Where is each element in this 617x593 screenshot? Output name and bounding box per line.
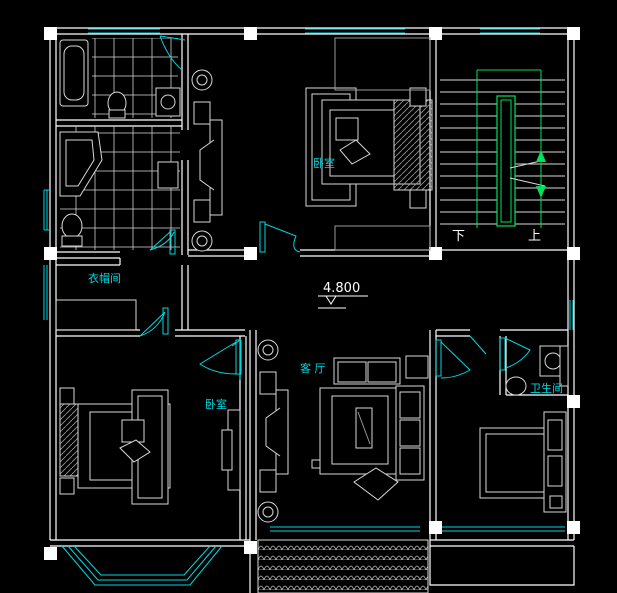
cloakroom [55,299,169,337]
master-bedroom-door [259,221,301,253]
living-room-door [435,339,471,379]
label-stair-up: 上 [528,229,541,244]
level-value: 4.800 [323,281,360,296]
bay-window [61,545,223,586]
right-bathroom [505,345,569,396]
bathroom-doors [149,35,186,255]
columns [44,27,580,560]
label-master-bedroom: 卧室 [313,156,335,170]
staircase [440,69,565,228]
living-room-furniture [257,339,429,523]
right-bedroom-furniture [479,411,567,513]
windows [43,28,574,532]
level-marker [318,295,368,309]
master-bedroom-furniture [191,37,433,252]
right-bathroom-door [469,335,531,371]
bathroom-fixtures [59,39,181,247]
label-bedroom: 卧室 [205,397,227,411]
label-cloakroom: 衣帽间 [88,271,121,285]
bedroom-door [199,339,242,375]
label-living-room: 客 厅 [300,361,326,375]
label-bathroom: 卫生间 [530,381,563,395]
bedroom-furniture [59,339,241,505]
label-stair-down: 下 [452,229,465,244]
roof-tiles [257,539,429,593]
